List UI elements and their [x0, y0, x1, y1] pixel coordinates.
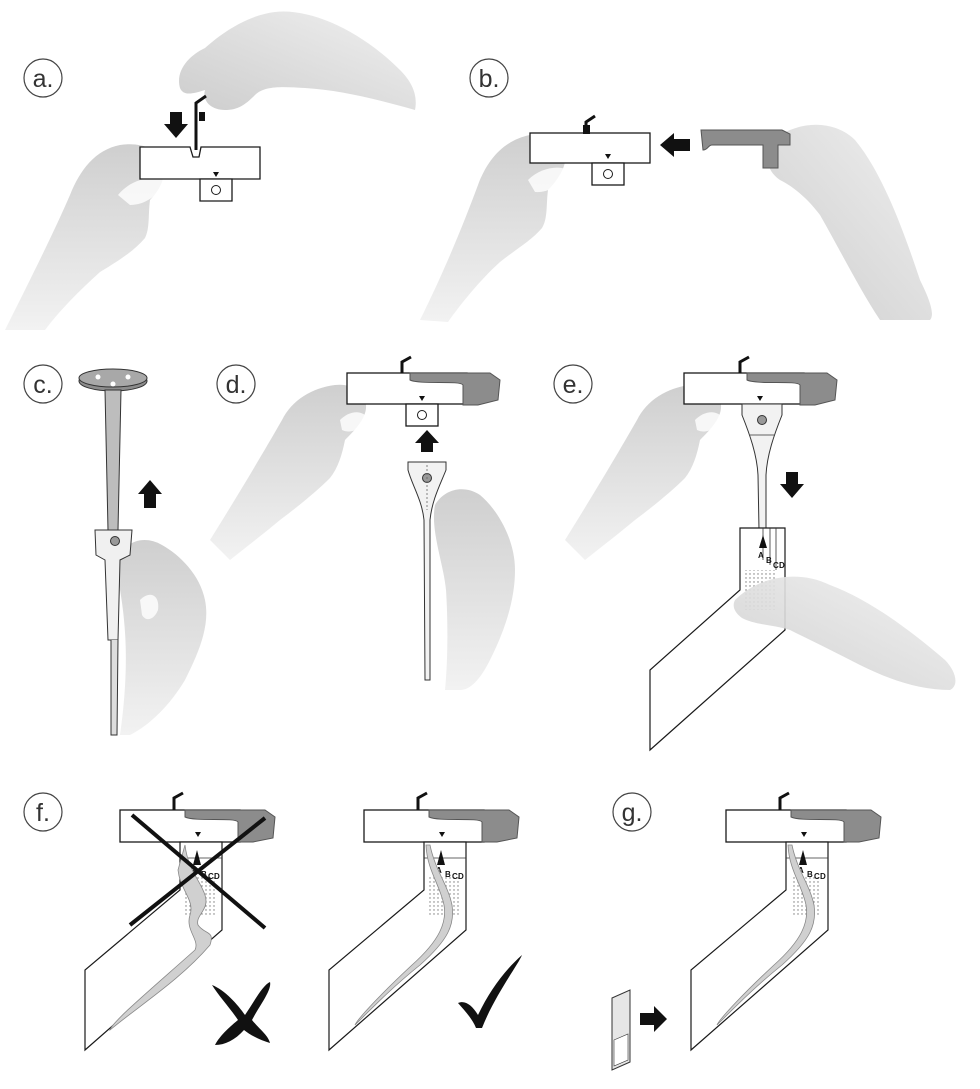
panel-a	[5, 11, 416, 330]
mark-d: D	[214, 872, 220, 881]
hand-icon	[179, 11, 416, 111]
panel-g: A B C D	[611, 791, 882, 1071]
hand-icon	[117, 540, 207, 735]
smear	[716, 844, 816, 1026]
panel-e: A B C D	[565, 355, 956, 752]
arrow-icon	[138, 480, 162, 508]
step-label-d-text: d.	[226, 371, 247, 399]
mark-c: C	[773, 561, 779, 570]
panel-d	[210, 355, 515, 690]
slide-holder	[683, 355, 838, 406]
panel-b	[420, 114, 932, 322]
step-label-a: a.	[23, 58, 63, 98]
mark-c: C	[208, 872, 214, 881]
hand-icon	[768, 124, 932, 320]
step-label-a-text: a.	[33, 65, 54, 93]
sampler-tool	[741, 403, 783, 531]
step-label-f-text: f.	[36, 799, 50, 827]
step-label-f: f.	[23, 792, 63, 832]
step-label-c: c.	[23, 364, 63, 404]
hand-icon	[210, 384, 367, 560]
slide-holder	[139, 146, 261, 202]
sampler-tool	[407, 461, 447, 681]
mark-b: B	[807, 870, 813, 879]
mark-d: D	[779, 561, 785, 570]
cross-icon	[212, 982, 271, 1045]
arrow-icon	[640, 1006, 667, 1032]
specimen-slide: A B C D	[84, 841, 223, 1052]
arrow-icon	[164, 112, 188, 138]
step-label-e-text: e.	[563, 371, 584, 399]
mark-c: C	[814, 872, 820, 881]
clamp-part	[700, 129, 791, 169]
mark-b: B	[445, 870, 451, 879]
panel-f-right: A B C D	[328, 791, 522, 1052]
step-label-g-text: g.	[622, 799, 643, 827]
specimen-slide: A B C D	[328, 841, 467, 1052]
mark-c: C	[452, 872, 458, 881]
step-label-b: b.	[469, 58, 509, 98]
arrow-icon	[415, 430, 439, 452]
smear	[354, 844, 454, 1026]
step-label-c-text: c.	[33, 371, 52, 399]
hand-icon	[565, 384, 722, 560]
step-label-d: d.	[216, 364, 256, 404]
mark-d: D	[820, 872, 826, 881]
mark-a: A	[758, 551, 764, 560]
mark-b: B	[766, 556, 772, 565]
slide-holder	[725, 791, 882, 843]
specimen-slide: A B C D	[690, 841, 829, 1052]
check-icon	[458, 955, 522, 1028]
step-label-e: e.	[553, 364, 593, 404]
mark-a: A	[798, 866, 804, 875]
specimen-slide: A B C D	[649, 527, 786, 752]
smear	[109, 844, 212, 1032]
slide-holder	[346, 355, 501, 427]
panel-c	[78, 368, 207, 736]
hand-icon	[433, 489, 515, 690]
clip-pin	[194, 94, 207, 150]
mark-a: A	[436, 866, 442, 875]
arrow-icon	[780, 472, 804, 498]
step-label-g: g.	[612, 792, 652, 832]
sampler-tool	[78, 368, 148, 736]
step-label-b-text: b.	[479, 65, 500, 93]
arrow-icon	[660, 133, 690, 157]
slide-holder	[363, 791, 520, 843]
wrong-cross-overlay	[128, 813, 267, 930]
slide-holder	[119, 791, 276, 843]
hand-icon	[733, 576, 956, 690]
panel-f-wrong: A B C D	[84, 791, 276, 1052]
cover-strip	[611, 989, 631, 1071]
mark-d: D	[458, 872, 464, 881]
